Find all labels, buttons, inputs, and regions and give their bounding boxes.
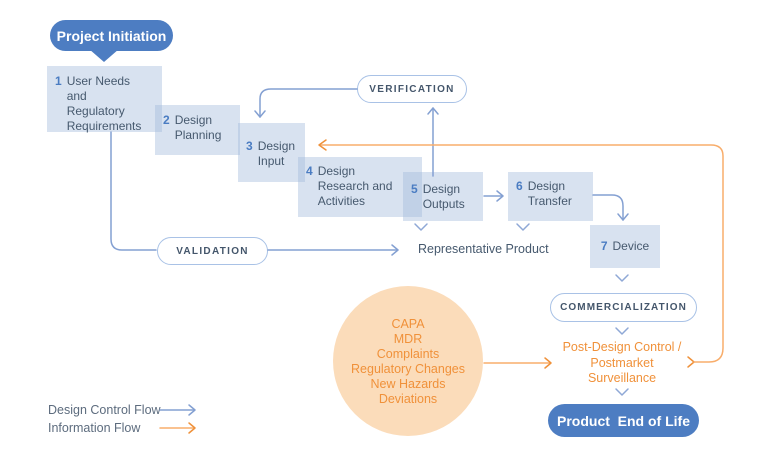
post-design-line-3: Surveillance <box>587 371 657 385</box>
chevron-postdesign-to-end-of-life-icon <box>615 388 629 396</box>
project-initiation-bubble: Project Initiation <box>50 20 173 51</box>
step-number: 5 <box>411 182 418 196</box>
step-7-device: 7 Device <box>590 225 660 268</box>
commercialization-oval: COMMERCIALIZATION <box>550 293 697 322</box>
feedback-item-complaints: Complaints <box>376 347 440 361</box>
legend-design-control-flow-label: Design Control Flow <box>48 403 161 417</box>
post-design-line-1: Post-Design Control / <box>562 340 682 354</box>
legend-information-flow-label: Information Flow <box>48 421 141 435</box>
arrow-design-transfer-to-device <box>592 194 629 221</box>
post-design-control-label: Post-Design Control / Postmarket Surveil… <box>545 340 699 387</box>
step-number: 4 <box>306 164 313 178</box>
step-label: Design Research and Activities <box>317 164 393 208</box>
step-label: Design Input <box>257 139 296 168</box>
representative-product-label: Representative Product <box>418 242 549 256</box>
step-number: 6 <box>516 179 523 193</box>
step-label: Design Transfer <box>527 179 572 208</box>
step-6-design-transfer: 6 Design Transfer <box>508 172 593 221</box>
legend-design-control-flow-arrow <box>159 404 196 416</box>
commercialization-label: COMMERCIALIZATION <box>560 302 687 313</box>
validation-label: VALIDATION <box>176 245 249 257</box>
speech-bubble-tail-icon <box>89 49 119 62</box>
project-initiation-label: Project Initiation <box>56 27 167 44</box>
product-end-of-life-label: Product End of Life <box>557 412 690 429</box>
legend-information-flow-arrow <box>159 422 196 434</box>
step-label: Device <box>612 239 650 253</box>
arrow-design-outputs-to-design-transfer <box>483 190 504 202</box>
step-5-design-outputs: 5 Design Outputs <box>403 172 483 221</box>
step-label: Design Planning <box>174 113 222 142</box>
product-end-of-life-bubble: Product End of Life <box>548 404 699 437</box>
step-number: 3 <box>246 139 253 153</box>
verification-oval: VERIFICATION <box>357 75 467 103</box>
chevron-design-outputs-down-icon <box>414 223 428 231</box>
feedback-item-deviations: Deviations <box>378 392 438 406</box>
validation-oval: VALIDATION <box>157 237 268 265</box>
chevron-commercialization-to-postdesign-icon <box>615 327 629 335</box>
line-user-needs-to-validation <box>110 131 157 251</box>
feedback-item-new-hazards: New Hazards <box>370 377 446 391</box>
feedback-sources-circle: CAPA MDR Complaints Regulatory Changes N… <box>333 286 483 436</box>
chevron-design-transfer-down-icon <box>516 223 530 231</box>
verification-label: VERIFICATION <box>369 83 455 95</box>
step-3-design-input: 3 Design Input <box>238 123 305 182</box>
arrow-feedback-circle-to-postdesign <box>483 357 552 369</box>
arrow-validation-to-representative-product <box>267 244 399 256</box>
step-label: Design Outputs <box>422 182 465 211</box>
step-label: User Needs and Regulatory Requirements <box>66 74 142 133</box>
chevron-device-to-commercialization-icon <box>615 274 629 282</box>
arrow-verification-to-design-input <box>254 88 358 118</box>
arrow-design-outputs-to-verification <box>427 107 439 177</box>
feedback-item-regulatory-changes: Regulatory Changes <box>351 362 465 376</box>
step-number: 7 <box>600 239 608 253</box>
feedback-item-mdr: MDR <box>393 332 423 346</box>
step-number: 1 <box>55 74 62 88</box>
feedback-item-capa: CAPA <box>391 317 425 331</box>
step-2-design-planning: 2 Design Planning <box>155 105 240 155</box>
step-number: 2 <box>163 113 170 127</box>
step-1-user-needs: 1 User Needs and Regulatory Requirements <box>47 66 162 133</box>
post-design-line-2: Postmarket <box>590 355 654 370</box>
